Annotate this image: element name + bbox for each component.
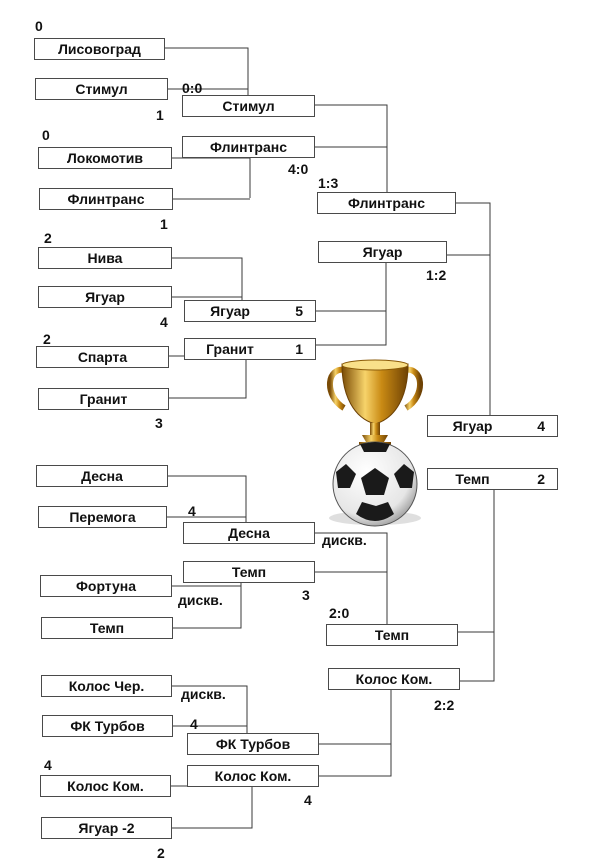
semifinal-team-box: Ягуар (318, 241, 447, 263)
round2-team-box: Десна (183, 522, 315, 544)
team-name: ФК Турбов (215, 736, 291, 752)
team-name: Нива (87, 250, 123, 266)
team-name: Флинтранс (67, 191, 145, 207)
round1-team-box: Лисовоград (34, 38, 165, 60)
round1-team-box: Локомотив (38, 147, 172, 169)
team-name: Гранит (79, 391, 128, 407)
round1-team-box: Стимул (35, 78, 168, 100)
team-name: Десна (228, 525, 270, 541)
goals-label: 3 (302, 587, 310, 603)
round1-team-box: Гранит (38, 388, 169, 410)
team-name: Лисовоград (58, 41, 141, 57)
round1-team-box: Нива (38, 247, 172, 269)
team-name: Локомотив (66, 150, 143, 166)
semifinal-team-box: Темп (326, 624, 458, 646)
goals-label: 1 (160, 216, 168, 232)
team-name: Ягуар (210, 303, 250, 319)
disqualified-label: дискв. (181, 686, 226, 702)
round2-team-box: Гранит 1 (184, 338, 316, 360)
round1-team-box: Ягуар -2 (41, 817, 172, 839)
team-name: Ягуар (85, 289, 125, 305)
team-name: Колос Ком. (214, 768, 292, 784)
match-score-label: 4:0 (288, 161, 309, 177)
team-name: Колос Ком. (355, 671, 433, 687)
team-name: Десна (81, 468, 123, 484)
match-score-label: 0:0 (182, 80, 203, 96)
team-name: Флинтранс (348, 195, 425, 211)
team-name: Колос Ком. (67, 778, 144, 794)
trophy-icon (327, 359, 423, 527)
round1-team-box: Фортуна (40, 575, 172, 597)
team-name: Ягуар -2 (78, 820, 135, 836)
goals-label: 2 (537, 471, 545, 487)
final-team-box: Ягуар 4 (427, 415, 558, 437)
goals-label: 4 (304, 792, 312, 808)
goals-label: 1 (295, 341, 303, 357)
team-name: Фортуна (75, 578, 137, 594)
disqualified-label: дискв. (322, 532, 367, 548)
round2-team-box: Темп (183, 561, 315, 583)
team-name: Перемога (69, 509, 136, 525)
semifinal-team-box: Колос Ком. (328, 668, 460, 690)
goals-label: 5 (295, 303, 303, 319)
round2-team-box: Колос Ком. (187, 765, 319, 787)
goals-label: 4 (190, 716, 198, 732)
goals-label: 2 (157, 845, 165, 861)
disqualified-label: дискв. (178, 592, 223, 608)
round1-team-box: Темп (41, 617, 173, 639)
team-name: Темп (374, 627, 410, 643)
team-name: Гранит (206, 341, 254, 357)
soccer-ball-icon (329, 441, 421, 527)
match-score-label: 1:3 (318, 175, 339, 191)
round1-team-box: Колос Ком. (40, 775, 171, 797)
goals-label: 1 (156, 107, 164, 123)
goals-label: 4 (188, 503, 196, 519)
goals-label: 0 (35, 18, 43, 34)
team-name: Ягуар (452, 418, 493, 434)
team-name: Спарта (77, 349, 128, 365)
round1-team-box: Колос Чер. (41, 675, 172, 697)
match-score-label: 1:2 (426, 267, 447, 283)
team-name: Ягуар (362, 244, 403, 260)
round2-team-box: Флинтранс (182, 136, 315, 158)
round1-team-box: Ягуар (38, 286, 172, 308)
round1-team-box: Перемога (38, 506, 167, 528)
team-name: Флинтранс (210, 139, 287, 155)
team-name: ФК Турбов (70, 718, 145, 734)
round2-team-box: ФК Турбов (187, 733, 319, 755)
goals-label: 4 (537, 418, 545, 434)
round1-team-box: Спарта (36, 346, 169, 368)
semifinal-team-box: Флинтранс (317, 192, 456, 214)
team-name: Темп (89, 620, 125, 636)
round2-team-box: Ягуар 5 (184, 300, 316, 322)
team-name: Стимул (222, 98, 275, 114)
round1-team-box: ФК Турбов (42, 715, 173, 737)
goals-label: 4 (44, 757, 52, 773)
round1-team-box: Флинтранс (39, 188, 173, 210)
round1-team-box: Десна (36, 465, 168, 487)
team-name: Темп (455, 471, 490, 487)
goals-label: 0 (42, 127, 50, 143)
round2-team-box: Стимул (182, 95, 315, 117)
goals-label: 2 (44, 230, 52, 246)
match-score-label: 2:0 (329, 605, 350, 621)
team-name: Колос Чер. (68, 678, 145, 694)
final-team-box: Темп 2 (427, 468, 558, 490)
goals-label: 3 (155, 415, 163, 431)
goals-label: 4 (160, 314, 168, 330)
goals-label: 2 (43, 331, 51, 347)
team-name: Темп (231, 564, 267, 580)
match-score-label: 2:2 (434, 697, 455, 713)
team-name: Стимул (75, 81, 128, 97)
